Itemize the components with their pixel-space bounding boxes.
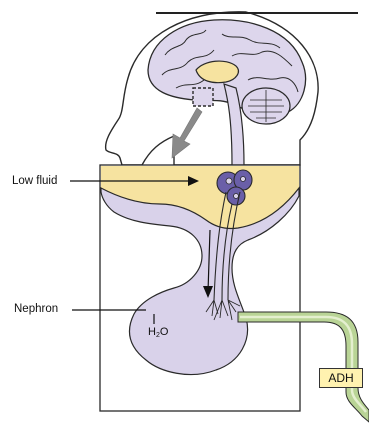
pituitary-highlight-box [193, 88, 213, 106]
h2o-label-o: O [160, 326, 169, 338]
h2o-label-h: H [148, 326, 156, 338]
nephron-label: Nephron [14, 303, 58, 315]
h2o-label: H2O [148, 326, 168, 339]
low-fluid-label: Low fluid [12, 175, 57, 187]
adh-label-box: ADH [319, 368, 363, 388]
title-underline [156, 12, 358, 14]
adh-label: ADH [328, 371, 353, 385]
cerebellum [242, 88, 290, 124]
